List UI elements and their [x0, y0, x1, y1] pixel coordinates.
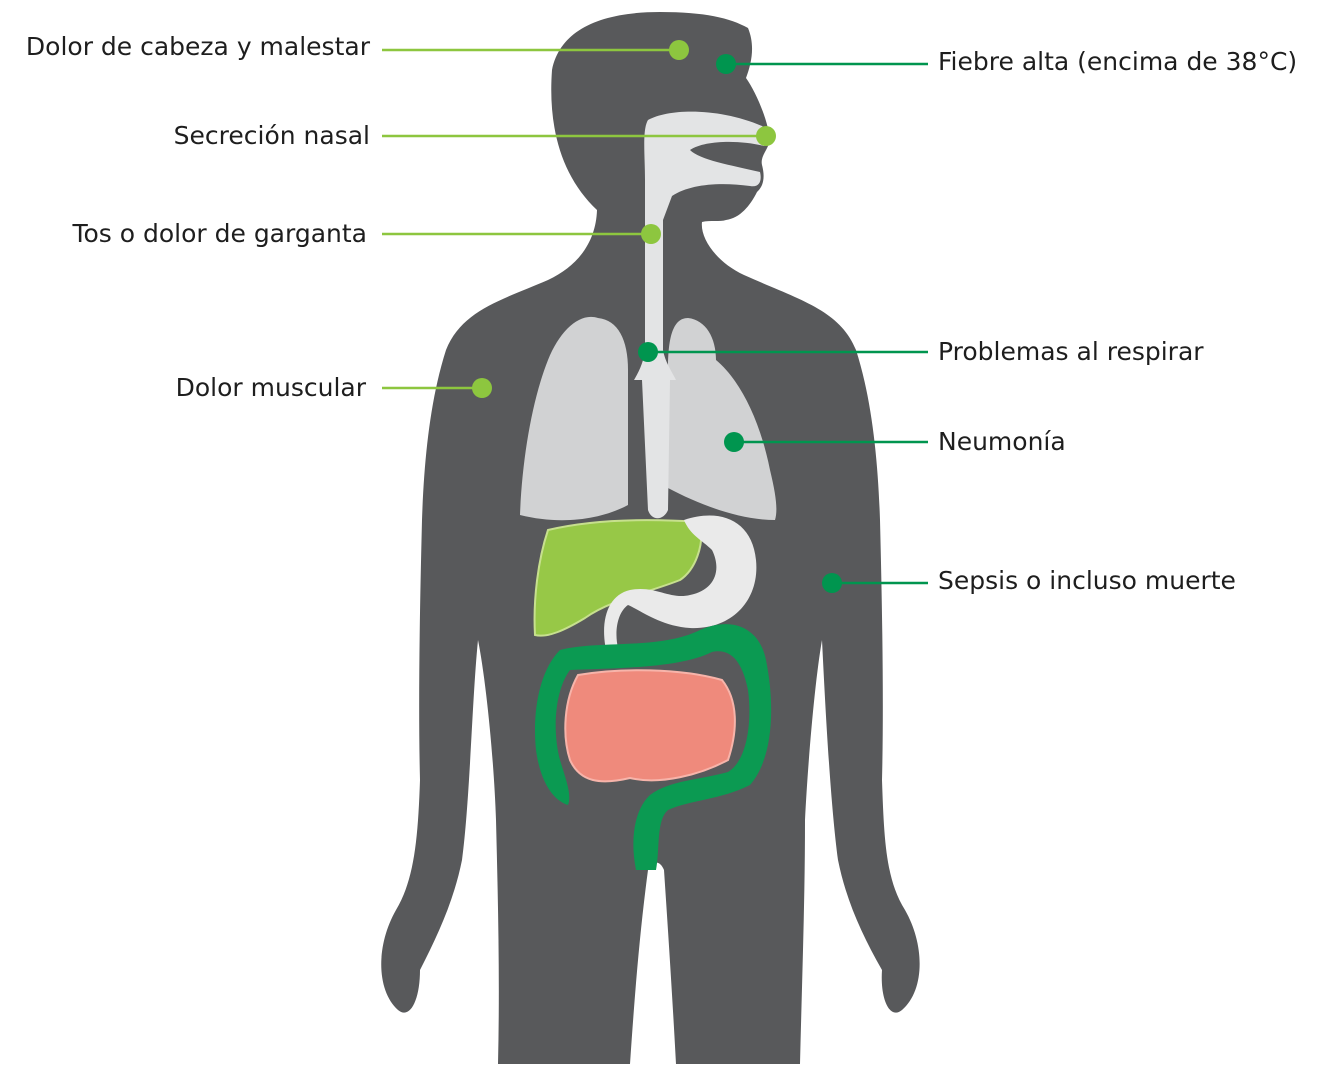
marker-dot-fever	[716, 54, 736, 74]
marker-dot-muscle-pain	[472, 378, 492, 398]
marker-dot-sepsis	[822, 573, 842, 593]
small-intestine	[565, 670, 735, 781]
marker-dot-pneumonia	[724, 432, 744, 452]
label-muscle-pain: Dolor muscular	[176, 373, 366, 403]
marker-dot-cough	[641, 224, 661, 244]
label-breathing: Problemas al respirar	[938, 337, 1204, 367]
marker-dot-breathing	[638, 342, 658, 362]
label-pneumonia: Neumonía	[938, 427, 1066, 457]
label-fever: Fiebre alta (encima de 38°C)	[938, 47, 1297, 77]
label-runny-nose: Secreción nasal	[174, 121, 370, 151]
label-headache: Dolor de cabeza y malestar	[26, 32, 370, 62]
marker-dot-runny-nose	[756, 126, 776, 146]
marker-dot-headache	[669, 40, 689, 60]
label-cough: Tos o dolor de garganta	[72, 219, 367, 249]
label-sepsis: Sepsis o incluso muerte	[938, 566, 1236, 596]
